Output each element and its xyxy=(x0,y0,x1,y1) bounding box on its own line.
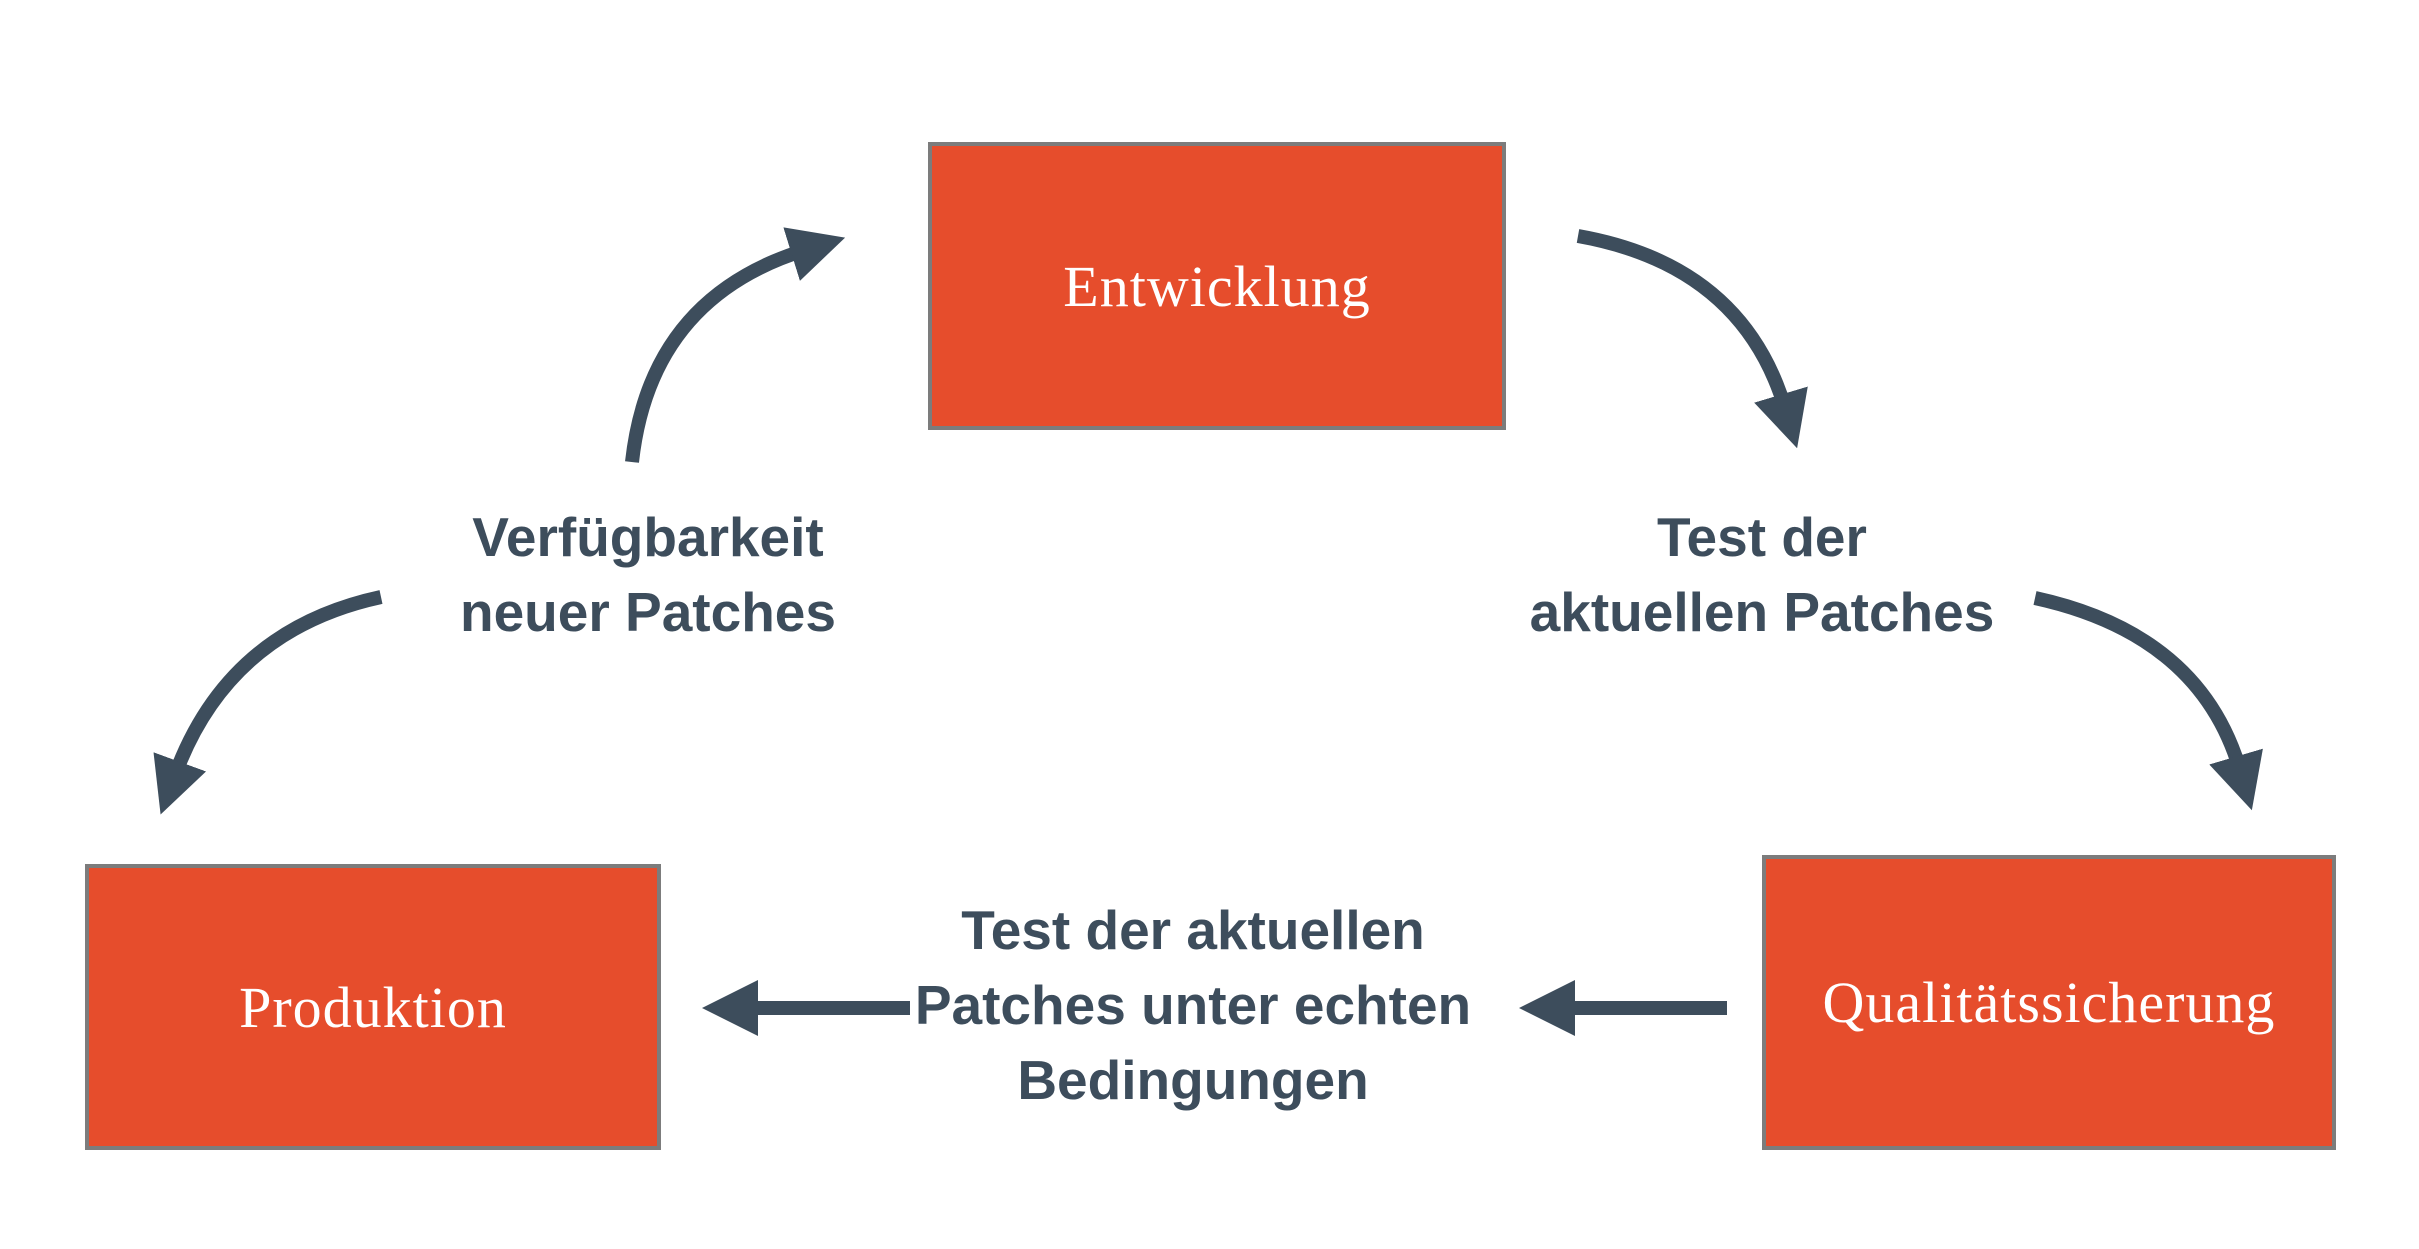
edge-label-test-unter-echten-bedingungen-line3: Bedingungen xyxy=(1017,1049,1369,1111)
edge-label-test-der-aktuellen: Test der aktuellen Patches xyxy=(1492,500,2032,650)
arrow-label-to-development xyxy=(625,227,846,463)
edge-label-test-unter-echten-bedingungen-line2: Patches unter echten xyxy=(914,974,1472,1036)
edge-label-test-der-aktuellen-line1: Test der xyxy=(1657,506,1867,568)
edge-label-verfuegbarkeit-line2: neuer Patches xyxy=(459,581,836,643)
edge-label-verfuegbarkeit-line1: Verfügbarkeit xyxy=(472,506,824,568)
arrow-development-to-label xyxy=(1576,229,1808,449)
node-qualitaetssicherung: Qualitätssicherung xyxy=(1762,855,2336,1150)
edge-label-test-unter-echten-bedingungen-line1: Test der aktuellen xyxy=(961,899,1425,961)
node-entwicklung-label: Entwicklung xyxy=(1063,253,1371,319)
edge-label-test-unter-echten-bedingungen: Test der aktuellen Patches unter echten … xyxy=(883,893,1503,1118)
edge-label-verfuegbarkeit: Verfügbarkeit neuer Patches xyxy=(378,500,918,650)
arrow-label-to-qa xyxy=(2033,591,2263,811)
arrow-label-to-production xyxy=(153,590,383,815)
node-produktion: Produktion xyxy=(85,864,661,1150)
node-entwicklung: Entwicklung xyxy=(928,142,1506,430)
node-produktion-label: Produktion xyxy=(239,974,507,1040)
node-qualitaetssicherung-label: Qualitätssicherung xyxy=(1822,970,2276,1035)
edge-label-test-der-aktuellen-line2: aktuellen Patches xyxy=(1529,581,1995,643)
